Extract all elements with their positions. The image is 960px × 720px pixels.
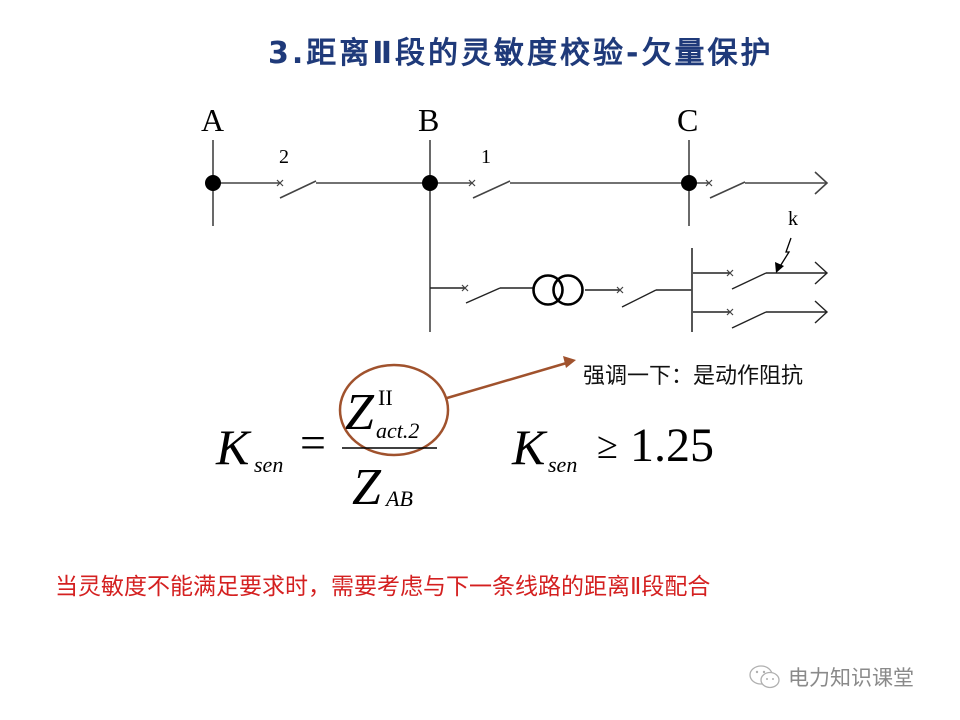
denominator-sub: AB	[386, 486, 413, 511]
watermark: 电力知识课堂	[748, 662, 914, 692]
ksen-lhs-main: K	[216, 419, 250, 475]
slide-title: 3.距离Ⅱ段的灵敏度校验-欠量保护	[268, 36, 774, 71]
transformer-icon	[532, 274, 584, 306]
fault-arrow-icon	[775, 237, 792, 273]
condition-k-main: K	[512, 419, 546, 475]
annotation-arrowhead-icon	[563, 356, 576, 368]
bus-b-node	[422, 175, 438, 191]
numerator-sup: II	[378, 385, 393, 410]
bus-label-c: C	[677, 102, 699, 138]
numerator-sub: act.2	[376, 418, 420, 443]
numerator-z: Z	[345, 384, 374, 441]
conclusion-text: 当灵敏度不能满足要求时，需要考虑与下一条线路的距离Ⅱ段配合	[55, 574, 711, 600]
breaker-label-2: 2	[279, 146, 289, 168]
bus-c-node	[681, 175, 697, 191]
ksen-lhs-sub: sen	[254, 452, 284, 477]
highlight-circle	[338, 360, 571, 457]
bus-label-a: A	[201, 102, 225, 138]
bus-a-node	[205, 175, 221, 191]
fault-label-k: k	[788, 208, 798, 230]
condition-value: 1.25	[630, 419, 714, 472]
equals-sign: =	[300, 417, 326, 468]
condition-relation: ≥	[597, 425, 618, 467]
breaker-label-1: 1	[481, 146, 491, 168]
bus-label-b: B	[418, 102, 440, 138]
annotation-note: 强调一下：是动作阻抗	[583, 364, 804, 389]
watermark-text: 电力知识课堂	[788, 666, 914, 690]
wechat-icon	[749, 665, 780, 689]
condition-k-sub: sen	[548, 452, 578, 477]
denominator-z: Z	[352, 459, 381, 516]
